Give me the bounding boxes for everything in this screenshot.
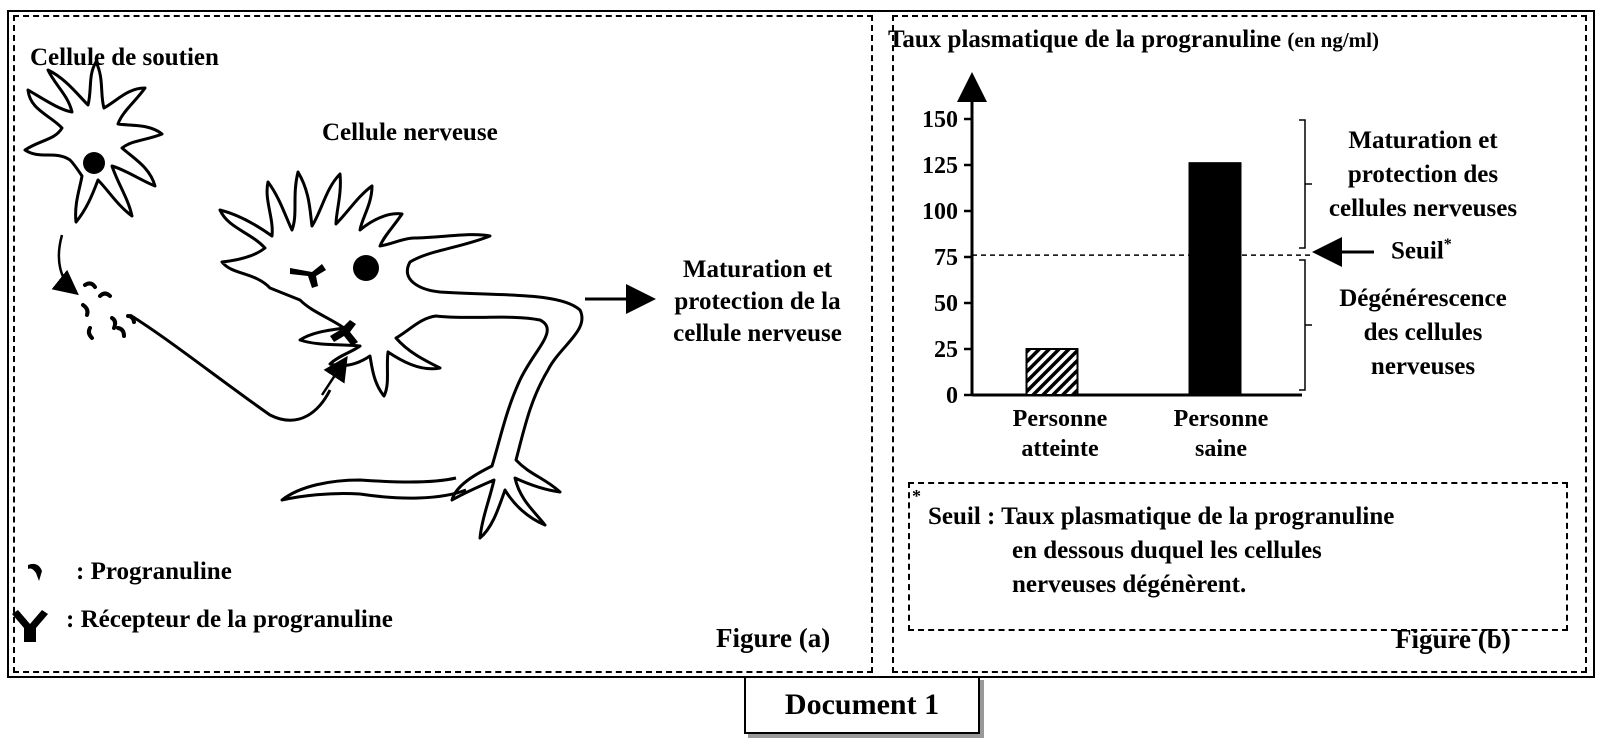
upper-zone-brace: [1299, 119, 1306, 249]
lower-zone-line-3: nerveuses: [1370, 353, 1476, 380]
result-line-1: Maturation et: [682, 256, 833, 283]
chart-y-axis-title: Taux plasmatique de la progranuline (en …: [888, 26, 1379, 54]
bar-0: [1025, 348, 1079, 396]
category-0-line-1: Personne: [1012, 406, 1108, 432]
category-label-atteinte: Personne atteinte: [990, 404, 1130, 464]
document-label: Document 1: [744, 676, 980, 734]
footnote-star: *: [912, 486, 921, 506]
footnote-line-3: nerveuses dégénèrent.: [1012, 571, 1247, 598]
y-tick-label: 125: [922, 153, 958, 179]
receptor-legend-icon: [12, 610, 48, 642]
lower-zone-line-1: Dégénérescence: [1339, 285, 1507, 312]
bar-1: [1188, 162, 1242, 396]
transport-curve: [129, 313, 332, 422]
nerve-cell: [218, 170, 584, 540]
lower-zone-label: Dégénérescence des cellules nerveuses: [1312, 282, 1534, 384]
threshold-label-text: Seuil: [1391, 237, 1444, 265]
nerve-cell-label: Cellule nerveuse: [322, 119, 498, 146]
legend-progranulin-text: : Progranuline: [76, 558, 232, 585]
footnote-line-1: Seuil : Taux plasmatique de la progranul…: [928, 503, 1395, 530]
threshold-label: Seuil*: [1391, 236, 1452, 265]
category-label-saine: Personne saine: [1151, 404, 1291, 464]
category-0-line-2: atteinte: [1021, 436, 1099, 462]
y-tick-label: 25: [934, 337, 958, 363]
figure-b-caption: Figure (b): [1395, 624, 1511, 654]
footnote-line-2: en dessous duquel les cellules: [1012, 537, 1322, 564]
y-axis-title-unit: (en ng/ml): [1287, 28, 1379, 52]
upper-zone-line-1: Maturation et: [1348, 127, 1498, 154]
receptors-on-nerve-cell: [290, 264, 358, 346]
result-line-2: protection de la: [674, 288, 841, 315]
upper-zone-line-2: protection des: [1347, 161, 1499, 188]
y-tick-label: 50: [934, 291, 958, 317]
upper-zone-label: Maturation et protection des cellules ne…: [1312, 124, 1534, 226]
category-1-line-1: Personne: [1173, 406, 1269, 432]
y-axis-title-main: Taux plasmatique de la progranuline: [888, 26, 1282, 53]
lower-zone-brace: [1299, 259, 1306, 391]
legend-receptor-text: : Récepteur de la progranuline: [66, 606, 393, 633]
y-tick-label: 150: [922, 107, 958, 133]
figure-a-caption: Figure (a): [716, 623, 831, 653]
y-tick-label: 0: [946, 383, 958, 409]
threshold-label-star: *: [1443, 236, 1452, 253]
threshold-footnote-box: [908, 482, 1568, 631]
result-line-3: cellule nerveuse: [673, 320, 842, 347]
support-cell-nucleus: [83, 152, 105, 174]
figure-b-panel: [892, 15, 1587, 673]
support-cell: [23, 60, 164, 224]
secretion-arrow: [51, 234, 79, 296]
progranulin-legend-icon: [28, 563, 42, 581]
y-tick-label: 75: [934, 245, 958, 271]
footnote-text: Seuil : Taux plasmatique de la progranul…: [928, 500, 1394, 602]
upper-zone-line-3: cellules nerveuses: [1328, 195, 1518, 222]
figure-a-panel: [13, 15, 873, 673]
lower-zone-line-2: des cellules: [1363, 319, 1483, 346]
binding-arrow: [320, 355, 348, 396]
category-1-line-2: saine: [1194, 436, 1247, 462]
support-cell-label: Cellule de soutien: [30, 44, 219, 71]
figure-a-result-text: Maturation et protection de la cellule n…: [655, 254, 860, 350]
y-tick-label: 100: [922, 199, 958, 225]
nerve-cell-nucleus: [353, 255, 379, 281]
